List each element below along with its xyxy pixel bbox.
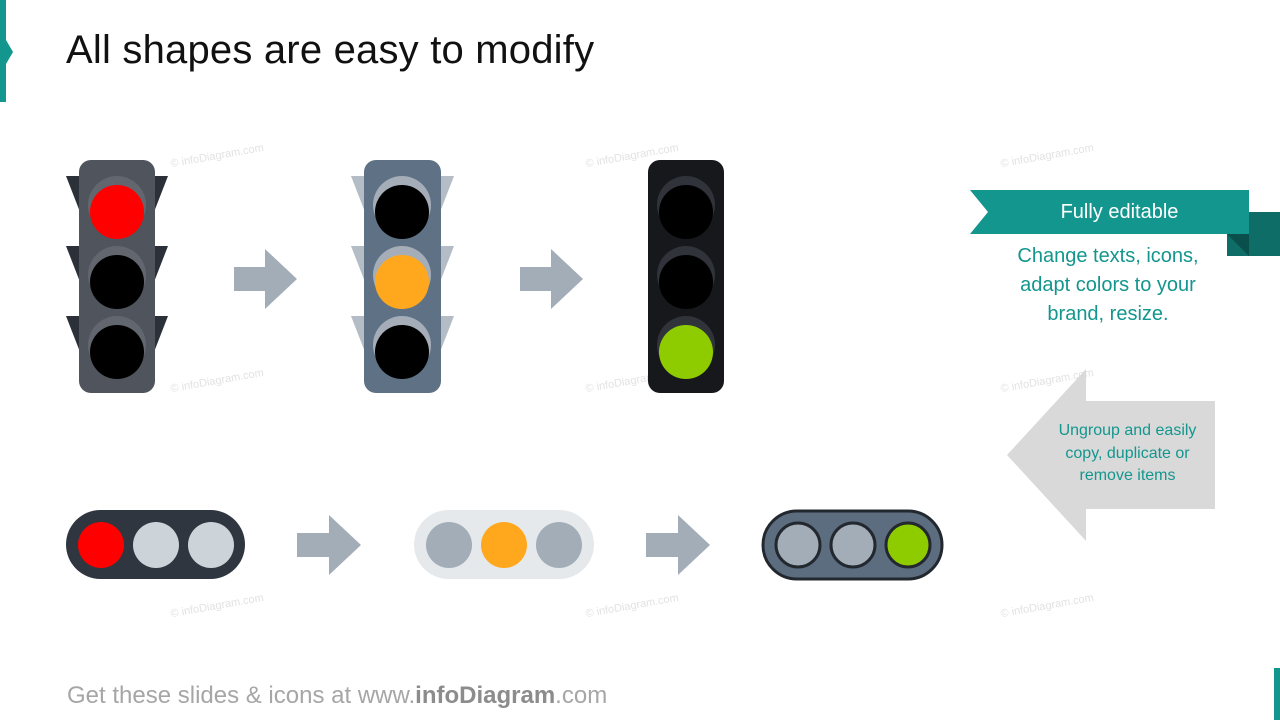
- lamp-green-on: [659, 325, 713, 379]
- lamp-off: [133, 522, 179, 568]
- lamp-off: [90, 325, 144, 379]
- fully-editable-ribbon: Fully editable: [970, 190, 1280, 260]
- accent-notch: [6, 40, 13, 64]
- footer-text: Get these slides & icons at www.infoDiag…: [67, 682, 607, 710]
- footer-suffix: .com: [555, 682, 608, 709]
- lamp-off: [375, 185, 429, 239]
- visor-right: [440, 316, 454, 352]
- visor-right: [440, 246, 454, 282]
- lamp-red-on: [90, 185, 144, 239]
- horizontal-traffic-light-red: [66, 510, 245, 579]
- visor-left: [351, 176, 365, 212]
- visor-right: [154, 176, 168, 212]
- lamp-amber-on: [481, 522, 527, 568]
- visor-left: [66, 246, 80, 282]
- ribbon-banner: [970, 190, 1249, 234]
- lamp-off: [829, 521, 877, 569]
- visor-right: [154, 246, 168, 282]
- lamp-off: [774, 521, 822, 569]
- lamp-off: [536, 522, 582, 568]
- visor-left: [351, 316, 365, 352]
- arrow-right-icon: [646, 515, 710, 575]
- arrow-right-icon: [234, 249, 297, 309]
- vertical-traffic-light-amber: [351, 160, 454, 393]
- vertical-traffic-light-green: [648, 160, 724, 393]
- visor-left: [66, 176, 80, 212]
- visor-left: [351, 246, 365, 282]
- slide-title: All shapes are easy to modify: [66, 28, 595, 72]
- vertical-traffic-light-red: [66, 160, 168, 393]
- arrow-right-icon: [297, 515, 361, 575]
- horizontal-traffic-light-green: [761, 509, 944, 581]
- lamp-off: [659, 255, 713, 309]
- horizontal-traffic-light-amber: [414, 510, 594, 579]
- visor-left: [66, 316, 80, 352]
- corner-accent-bar: [1274, 668, 1280, 720]
- lamp-off: [90, 255, 144, 309]
- lamp-off: [188, 522, 234, 568]
- lamp-red-on: [78, 522, 124, 568]
- arrow-right-icon: [520, 249, 583, 309]
- editable-description: Change texts, icons, adapt colors to you…: [1017, 245, 1199, 325]
- visor-right: [154, 316, 168, 352]
- lamp-green-on: [884, 521, 932, 569]
- footer-prefix: Get these slides & icons at www.: [67, 682, 416, 709]
- lamp-off: [659, 185, 713, 239]
- ribbon-fold-shadow: [1227, 234, 1249, 256]
- lamp-off: [426, 522, 472, 568]
- visor-right: [440, 176, 454, 212]
- footer-brand: infoDiagram: [415, 682, 556, 709]
- accent-bar: [0, 0, 6, 102]
- lamp-amber-on: [375, 255, 429, 309]
- lamp-off: [375, 325, 429, 379]
- ribbon-label: Fully editable: [1060, 201, 1179, 223]
- callout-text: Ungroup and easily copy, duplicate or re…: [1058, 422, 1197, 484]
